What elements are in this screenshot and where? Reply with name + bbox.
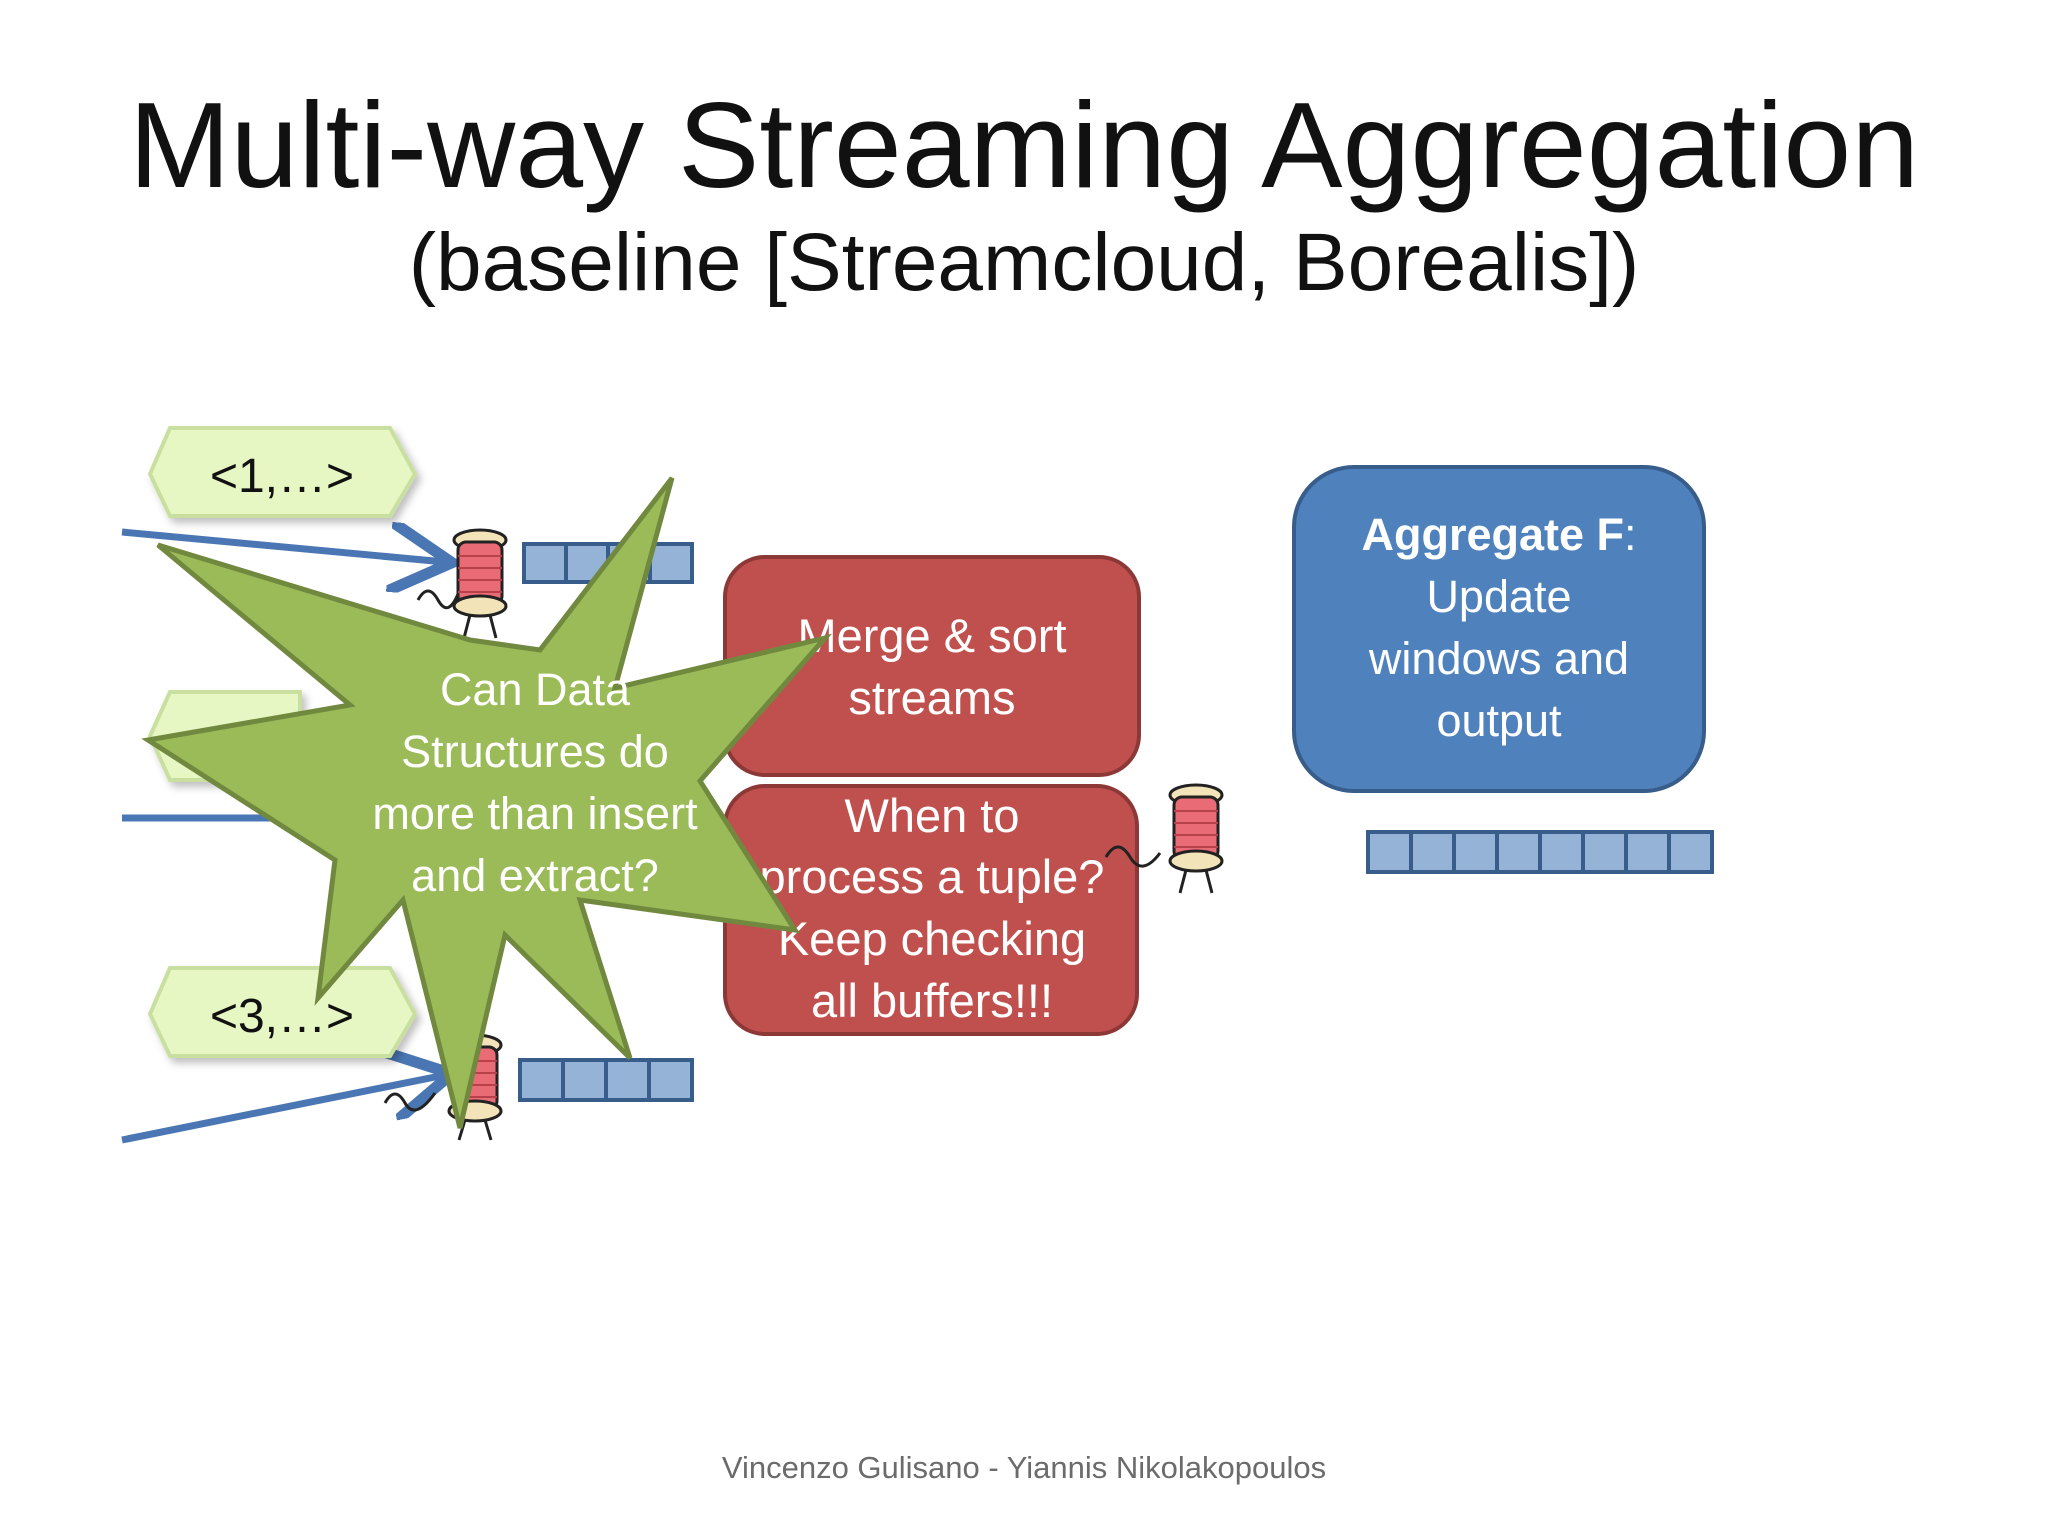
output-buffer (1366, 830, 1714, 874)
aggregate-box-colon: : (1624, 509, 1637, 560)
callout-line4: and extract? (411, 850, 659, 901)
process-box-line4: all buffers!!! (811, 974, 1053, 1027)
aggregate-box-bold: Aggregate F (1361, 509, 1624, 560)
merge-box-line2: streams (848, 671, 1015, 724)
aggregate-box: Aggregate F: Update windows and output (1292, 465, 1706, 793)
tuple-tag-1-label: <1,…> (210, 450, 354, 503)
process-box: When to process a tuple? Keep checking a… (723, 784, 1139, 1036)
aggregate-box-line2: Update (1426, 571, 1571, 622)
slide-footer: Vincenzo Gulisano - Yiannis Nikolakopoul… (721, 1450, 1327, 1485)
callout-line3: more than insert (372, 788, 698, 839)
process-box-line1: When to (844, 789, 1019, 842)
explosion-shape (141, 476, 833, 1129)
thread-spool-icon (1104, 783, 1224, 894)
aggregate-box-line4: output (1436, 695, 1562, 746)
slide-subtitle: (baseline [Streamcloud, Borealis]) (408, 217, 1640, 308)
merge-box-line1: Merge & sort (797, 609, 1066, 662)
input-arrow-3 (121, 1075, 445, 1144)
tuple-tag-3: <3,…> (147, 966, 418, 1058)
thread-spool-icon (416, 528, 508, 639)
aggregate-box-line3: windows and (1368, 633, 1629, 684)
aggregate-box-line1: Aggregate F: (1361, 509, 1636, 560)
input-buffer-3 (518, 1058, 694, 1102)
process-box-line3: Keep checking (778, 912, 1086, 965)
tuple-tag-3-label: <3,…> (210, 990, 354, 1043)
tuple-tag-1: <1,…> (147, 426, 418, 518)
explosion-callout: Can Data Structures do more than insert … (141, 476, 833, 1129)
process-box-line2: process a tuple? (760, 850, 1105, 903)
callout-line2: Structures do (401, 726, 669, 777)
input-arrow-1 (121, 532, 445, 562)
merge-sort-box: Merge & sort streams (723, 555, 1141, 777)
slide-title: Multi-way Streaming Aggregation (128, 77, 1920, 213)
callout-line1: Can Data (440, 664, 631, 715)
